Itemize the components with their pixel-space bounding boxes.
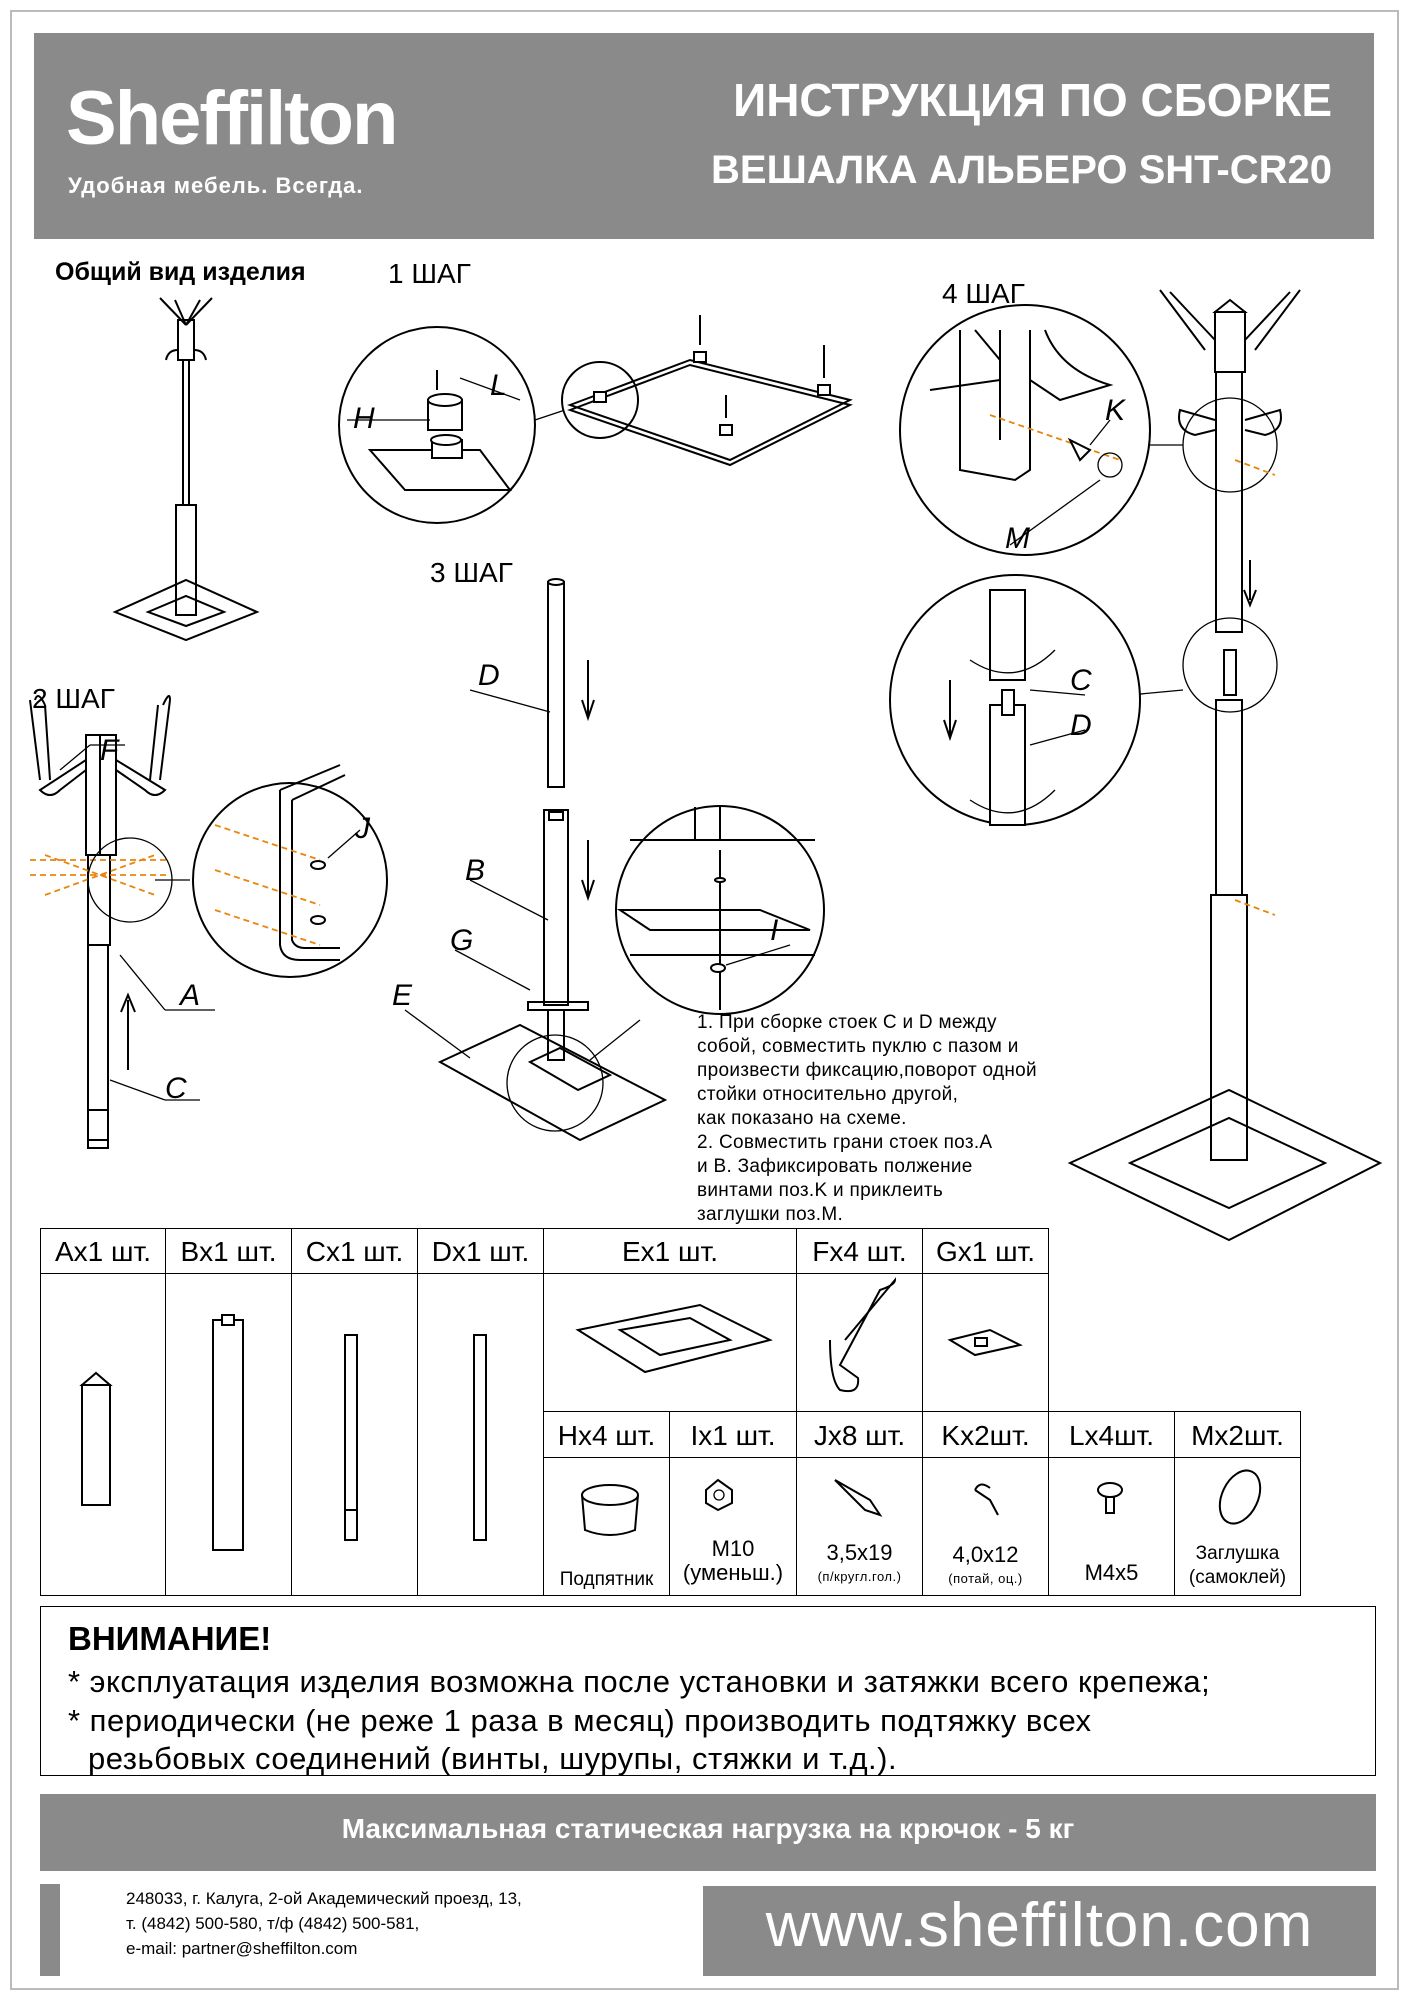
overview-label: Общий вид изделия	[55, 258, 306, 286]
website-link[interactable]: www.sheffilton.com	[765, 1891, 1314, 1960]
header-banner: Sheffilton Удобная мебель. Всегда. ИНСТР…	[34, 33, 1374, 239]
part-label-f: Fx4 шт.	[812, 1236, 907, 1267]
part-desc-k: 4,0x12	[952, 1542, 1019, 1567]
footer-accent	[40, 1884, 60, 1976]
svg-text:A: A	[178, 979, 200, 1012]
svg-text:H: H	[353, 402, 375, 435]
warning-title: ВНИМАНИЕ!	[68, 1620, 272, 1657]
part-label-l: Lx4шт.	[1068, 1420, 1155, 1451]
step4-drawing: K M C D	[889, 289, 1383, 1242]
svg-text:C: C	[1070, 664, 1092, 697]
part-label-i: Ix1 шт.	[690, 1420, 776, 1451]
parts-images	[79, 1277, 1262, 1551]
document-title: ИНСТРУКЦИЯ ПО СБОРКЕ	[733, 74, 1332, 126]
part-desc-l: М4x5	[1084, 1560, 1139, 1585]
page-frame	[10, 10, 1399, 1990]
part-size-k: (потай, оц.)	[948, 1571, 1023, 1586]
step1-drawing: H L	[338, 315, 853, 524]
warning-line-3: резьбовых соединений (винты, шурупы, стя…	[88, 1741, 898, 1776]
brand-logo: Sheffilton	[66, 76, 398, 161]
part-label-j: Jx8 шт.	[813, 1420, 906, 1451]
warning-box	[40, 1606, 1376, 1776]
svg-text:B: B	[465, 854, 485, 887]
part-cell-a	[40, 1228, 166, 1596]
svg-text:G: G	[450, 924, 473, 957]
website-banner	[703, 1886, 1376, 1976]
svg-text:J: J	[354, 812, 371, 845]
step2-drawing: F A C J	[29, 695, 388, 1149]
step3-drawing: D B G E I	[392, 578, 825, 1142]
part-desc-j: 3,5x19	[826, 1540, 893, 1565]
part-size-j: (п/кругл.гол.)	[817, 1569, 902, 1584]
part-cell-c	[291, 1228, 418, 1596]
part-desc-i: М10 (уменьш.)	[682, 1536, 784, 1585]
svg-text:K: K	[1105, 394, 1127, 427]
load-bar	[40, 1794, 1376, 1871]
svg-text:L: L	[490, 369, 507, 402]
part-label-m: Mx2шт.	[1191, 1420, 1284, 1451]
product-name: ВЕШАЛКА АЛЬБЕРО SHT-CR20	[711, 148, 1332, 192]
svg-text:D: D	[478, 659, 500, 692]
svg-text:I: I	[770, 914, 778, 947]
overview-drawing	[112, 297, 260, 642]
svg-text:M: M	[1005, 522, 1030, 555]
step4-label: 4 ШАГ	[942, 278, 1025, 309]
assembly-note: 1. При сборке стоек C и D между собой, с…	[697, 1012, 1037, 1225]
step3-label: 3 ШАГ	[430, 557, 513, 588]
warning-line-1: * эксплуатация изделия возможна после ус…	[68, 1664, 1211, 1699]
parts-header-row-2	[543, 1411, 1301, 1458]
part-label-k: Kx2шт.	[941, 1420, 1030, 1451]
step1-label: 1 ШАГ	[388, 258, 471, 289]
part-desc-h: Подпятник	[559, 1569, 654, 1590]
part-label-e: Ex1 шт.	[622, 1236, 718, 1267]
part-label-a: Ax1 шт.	[55, 1236, 151, 1267]
max-load-text: Максимальная статическая нагрузка на крю…	[341, 1813, 1075, 1844]
part-label-b: Bx1 шт.	[180, 1236, 277, 1267]
part-cell-b	[165, 1228, 292, 1596]
warning-line-2: * периодически (не реже 1 раза в месяц) …	[68, 1703, 1092, 1738]
part-cell-d	[417, 1228, 544, 1596]
svg-text:C: C	[165, 1072, 187, 1105]
part-label-c: Cx1 шт.	[305, 1236, 404, 1267]
svg-text:E: E	[392, 979, 413, 1012]
parts-header-row	[40, 1228, 1049, 1274]
svg-text:F: F	[100, 734, 120, 767]
svg-text:D: D	[1070, 709, 1092, 742]
part-label-h: Hx4 шт.	[557, 1420, 656, 1451]
part-desc-m: Заглушка (самоклей)	[1188, 1543, 1287, 1588]
brand-slogan: Удобная мебель. Всегда.	[68, 173, 364, 198]
part-label-g: Gx1 шт.	[935, 1236, 1036, 1267]
part-label-d: Dx1 шт.	[431, 1236, 530, 1267]
contact-address: 248033, г. Калуга, 2-ой Академический пр…	[126, 1889, 522, 1958]
